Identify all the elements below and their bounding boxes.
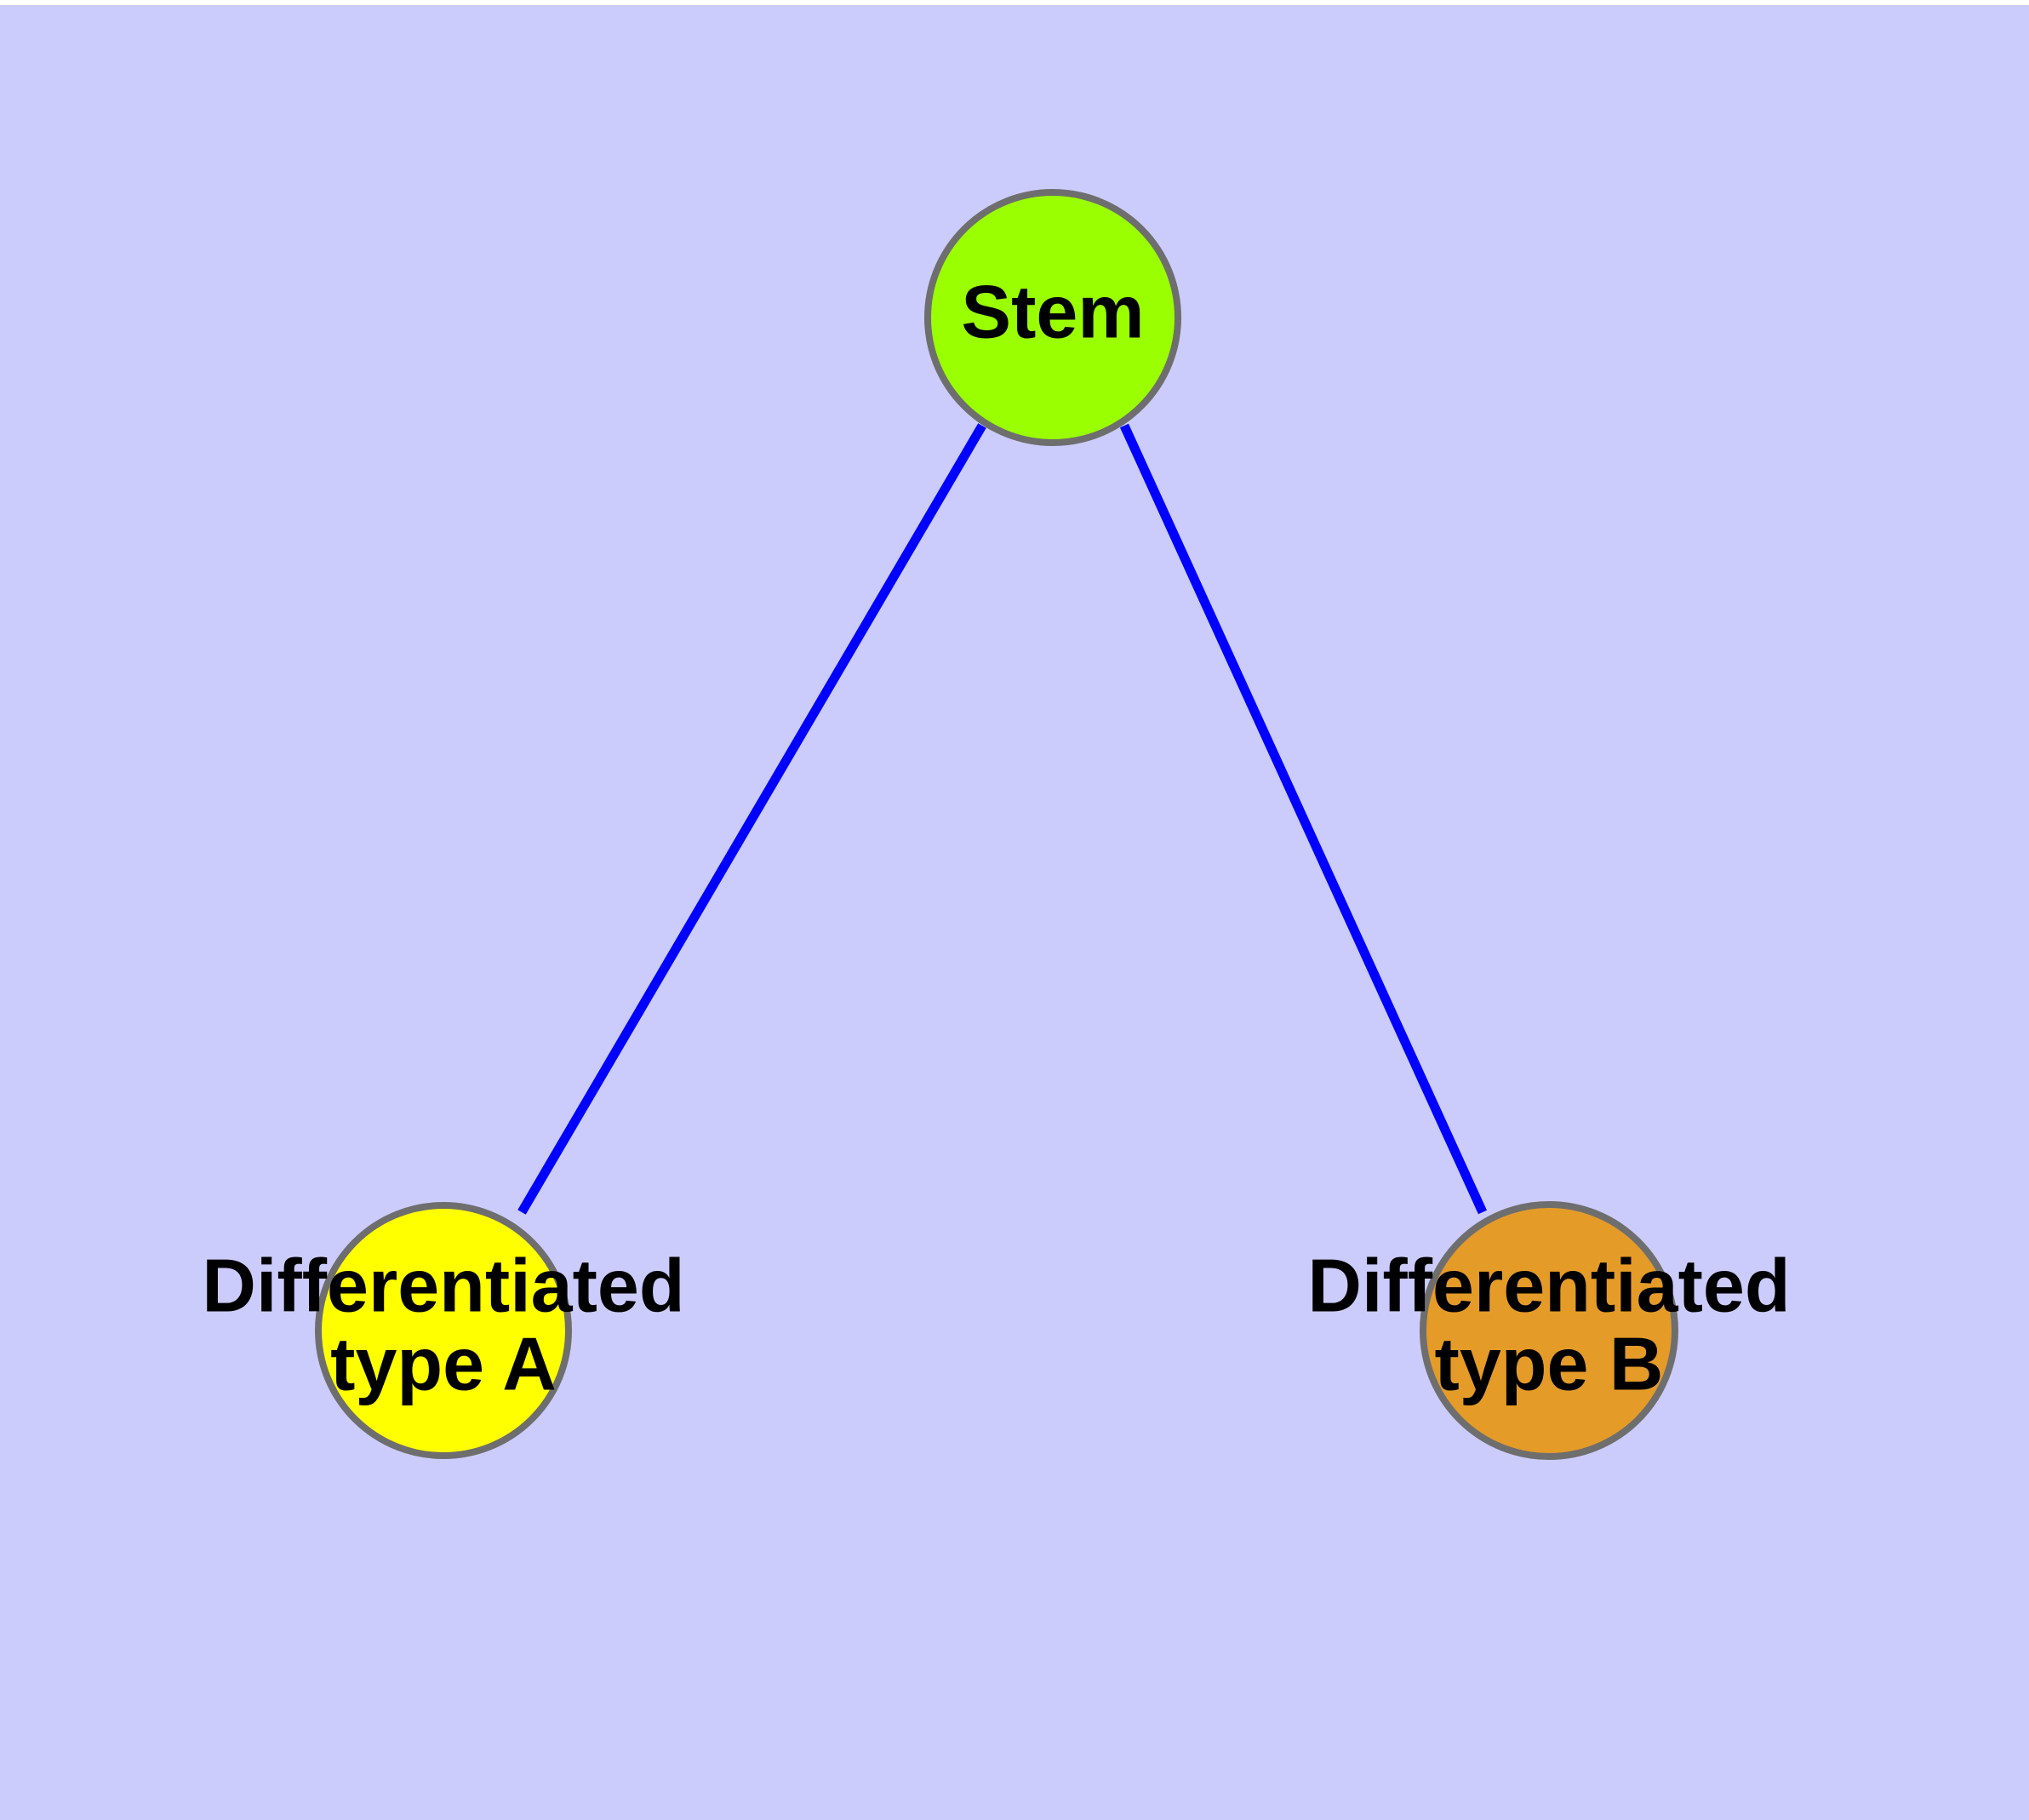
node-circle-stem[interactable] (924, 189, 1181, 446)
node-circle-diff_a[interactable] (315, 1202, 572, 1459)
edges-layer (517, 423, 1488, 1215)
graph-edge-stem-to-diff-a[interactable] (517, 423, 986, 1215)
node-label-diff_b-line-2: type B (1435, 1321, 1664, 1405)
node-label-diff_a-line-1: Differentiated (202, 1243, 684, 1327)
graph-edge-stem-to-diff-b[interactable] (1119, 423, 1488, 1215)
graph-node-stem[interactable]: Stem (924, 189, 1181, 446)
node-circle-diff_b[interactable] (1420, 1201, 1678, 1460)
node-label-stem-line-1: Stem (961, 269, 1144, 353)
node-label-diff_a-line-2: type A (330, 1321, 557, 1405)
node-label-diff_b-line-1: Differentiated (1307, 1243, 1790, 1327)
